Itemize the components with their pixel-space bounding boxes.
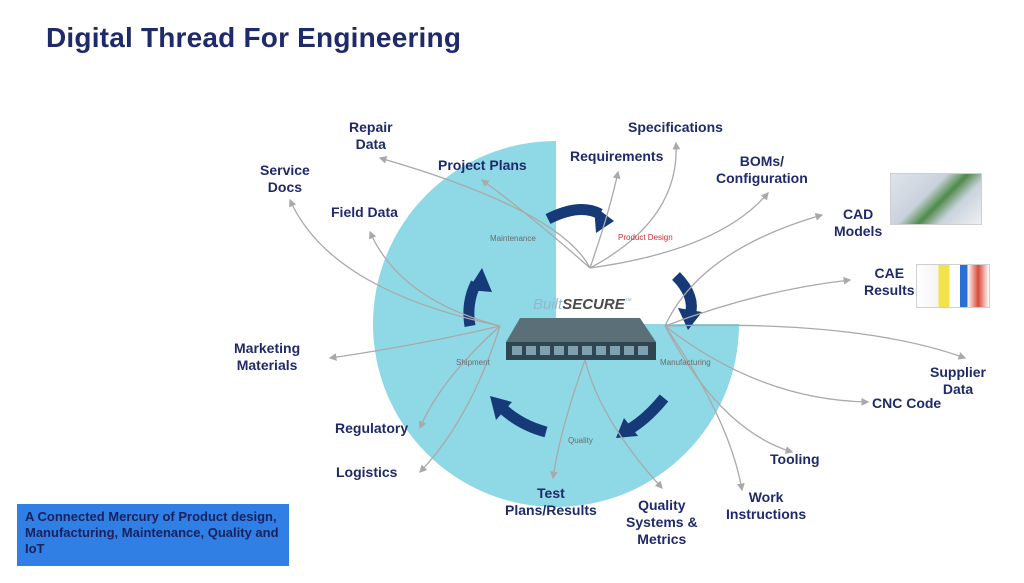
label-service-docs: Service Docs — [260, 162, 310, 195]
label-work-instructions: Work Instructions — [726, 489, 807, 522]
stage-shipment: Shipment — [456, 358, 490, 367]
label-requirements: Requirements — [570, 148, 664, 164]
label-cae-results: CAE Results — [864, 265, 915, 298]
label-test-plans-results: Test Plans/Results — [505, 485, 597, 518]
label-tooling: Tooling — [770, 451, 820, 467]
cae-results-thumbnail — [916, 264, 990, 308]
caption-box: A Connected Mercury of Product design, M… — [17, 504, 289, 566]
stage-product-design: Product Design — [618, 233, 673, 242]
stage-quality: Quality — [568, 436, 593, 445]
label-logistics: Logistics — [336, 464, 398, 480]
label-specifications: Specifications — [628, 119, 723, 135]
label-field-data: Field Data — [331, 204, 398, 220]
builtsecure-logo: BuiltSECURE™ — [533, 296, 632, 313]
connector-lines — [289, 141, 967, 492]
label-boms-configuration: BOMs/ Configuration — [716, 153, 808, 186]
page-title: Digital Thread For Engineering — [46, 22, 462, 53]
stage-manufacturing: Manufacturing — [660, 358, 711, 367]
label-repair-data: Repair Data — [349, 119, 393, 152]
label-cnc-code: CNC Code — [872, 395, 942, 411]
label-project-plans: Project Plans — [438, 157, 527, 173]
label-quality-systems-metrics: Quality Systems & Metrics — [626, 497, 698, 547]
label-regulatory: Regulatory — [335, 420, 409, 436]
cad-model-thumbnail — [890, 173, 982, 225]
label-supplier-data: Supplier Data — [930, 364, 987, 397]
label-marketing-materials: Marketing Materials — [234, 340, 301, 373]
label-cad-models: CAD Models — [834, 206, 883, 239]
stage-maintenance: Maintenance — [490, 234, 536, 243]
server-appliance — [506, 318, 656, 360]
cycle-arrowheads — [468, 206, 702, 438]
